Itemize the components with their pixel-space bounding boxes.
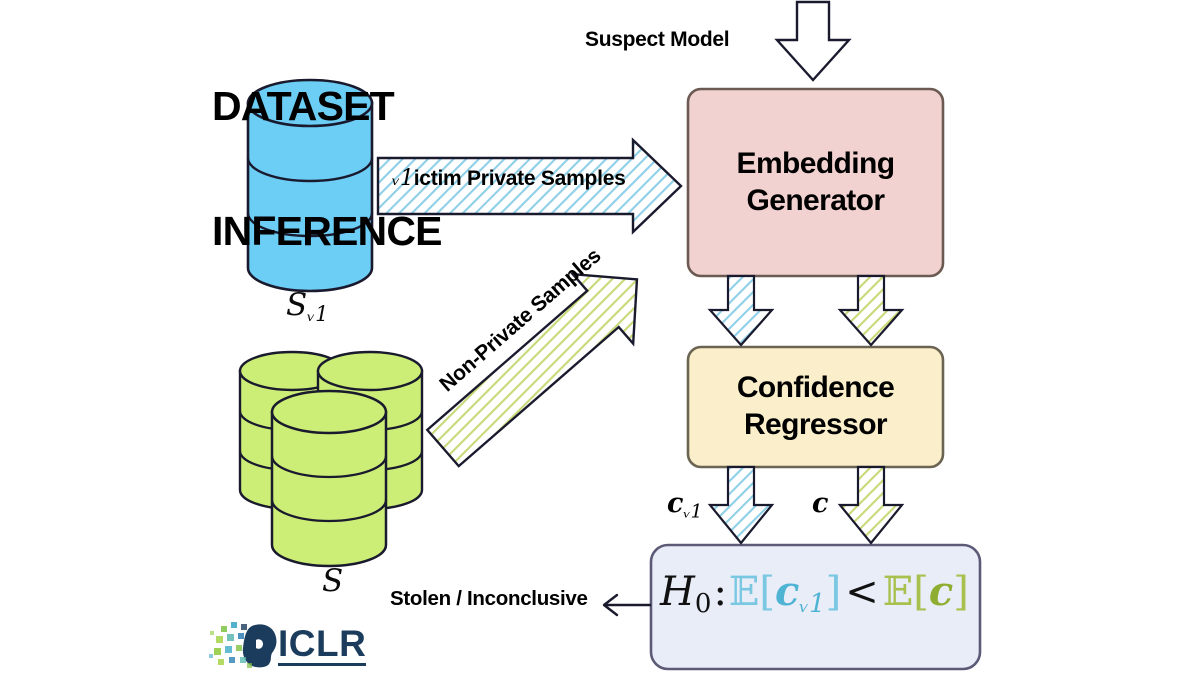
confidence-regressor-line-2: Regressor: [743, 408, 888, 441]
confidence-regressor-box: [686, 345, 945, 469]
victim-dataset-subscript: ᵥ1: [307, 301, 329, 326]
victim-private-samples-arrow: [376, 137, 683, 235]
suspect-model-arrow: [774, 0, 852, 82]
expectation-public-open: 𝔼[: [882, 569, 929, 615]
confidence-victim-label: cᵥ1: [667, 490, 703, 522]
suspect-model-label: Suspect Model: [585, 28, 730, 51]
public-dataset-cylinders: [238, 350, 424, 568]
victim-dataset-cylinder: [246, 78, 374, 293]
public-dataset-symbol: S: [322, 563, 344, 599]
embedding-to-regressor-arrow-victim: [707, 274, 775, 347]
embedding-to-regressor-arrow-public: [837, 274, 905, 347]
confidence-regressor-line-1: Confidence: [736, 371, 895, 405]
confidence-victim-subscript: ᵥ1: [683, 500, 703, 523]
confidence-regressor-label: Confidence Regressor: [688, 347, 943, 467]
less-than-operator: <: [845, 569, 879, 615]
expectation-victim-open: 𝔼[: [728, 569, 776, 615]
confidence-victim-symbol: c: [667, 488, 684, 519]
victim-dataset-label: Sᵥ1: [286, 287, 329, 326]
expectation-victim-var-subscript: ᵥ1: [799, 588, 826, 619]
regressor-to-hypothesis-arrow-public: [837, 465, 905, 545]
hypothesis-h-subscript: 0: [694, 588, 712, 619]
iclr-logo-text: ICLR: [278, 622, 367, 666]
outcome-arrow: [602, 593, 651, 617]
null-hypothesis-formula: H0:𝔼[cᵥ1]<𝔼[c]: [660, 572, 969, 617]
hypothesis-box: [649, 543, 982, 671]
embedding-generator-label: Embedding Generator: [688, 89, 943, 276]
victim-private-samples-text: ictim Private Samples: [413, 167, 626, 190]
confidence-public-symbol: c: [812, 488, 829, 519]
embedding-generator-line-2: Generator: [746, 183, 886, 217]
hypothesis-h-symbol: H: [660, 569, 695, 615]
victim-dataset-symbol: S: [286, 287, 308, 323]
expectation-victim-var: c: [775, 568, 800, 615]
hypothesis-colon: :: [713, 569, 727, 615]
victim-private-samples-label: ᵥ1ictim Private Samples: [392, 166, 626, 191]
iclr-logo: ICLR: [214, 620, 389, 670]
embedding-generator-box: [686, 87, 945, 278]
title-line-2: INFERENCE: [212, 208, 443, 255]
page-title: DATASET INFERENCE: [212, 2, 443, 337]
stolen-inconclusive-label: Stolen / Inconclusive: [390, 587, 588, 610]
public-dataset-label: S: [322, 563, 344, 599]
script-v-glyph: ᵥ1: [392, 166, 414, 191]
expectation-public-close: ]: [953, 569, 969, 615]
expectation-victim-close: ]: [825, 569, 842, 615]
expectation-public-var: c: [928, 568, 954, 615]
iclr-logo-mark: [209, 622, 277, 668]
regressor-to-hypothesis-arrow-victim: [707, 465, 775, 545]
non-private-samples-arrow: [425, 272, 639, 468]
embedding-generator-line-1: Embedding: [736, 146, 896, 180]
title-line-1: DATASET: [212, 82, 395, 129]
confidence-public-label: c: [812, 490, 828, 518]
